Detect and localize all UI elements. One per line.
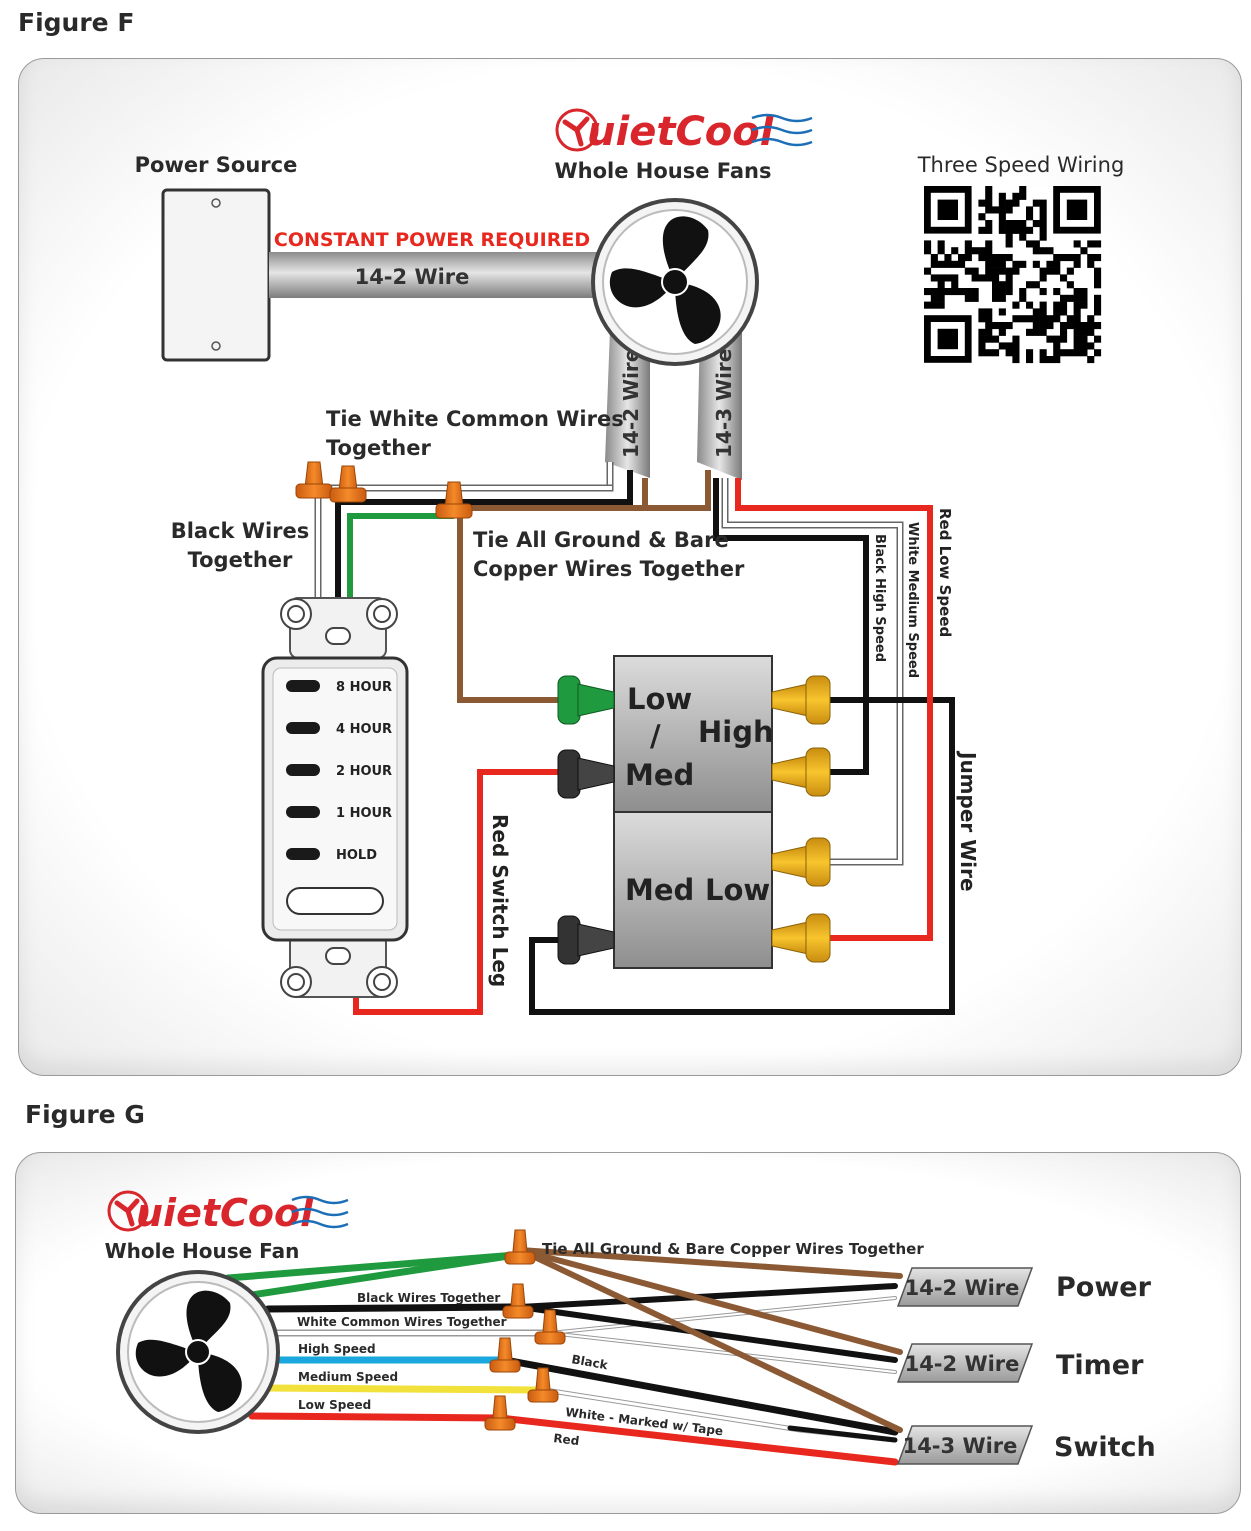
medium-speed-label-g: Medium Speed	[298, 1370, 398, 1384]
switch-label-low: Low	[627, 682, 692, 716]
row-name-switch: Switch	[1054, 1432, 1156, 1463]
black-label-g: Black	[570, 1352, 609, 1372]
wire-14-3-vertical-label: 14-3 Wire	[712, 349, 736, 458]
terminal-yellow-0	[771, 675, 831, 725]
power-source-box	[161, 188, 271, 362]
switch-label-low2: Low	[705, 873, 770, 907]
wire-14-2-label: 14-2 Wire	[355, 265, 470, 289]
fan-icon-g	[116, 1270, 280, 1434]
switch-label-med2: Med	[625, 873, 694, 907]
wire-nut-g-4	[527, 1367, 559, 1403]
tie-ground-line1: Tie All Ground & Bare	[473, 528, 729, 552]
tag-switch-wire: 14-3 Wire	[903, 1434, 1018, 1458]
tie-white-line2: Together	[326, 436, 431, 460]
white-common-label-g: White Common Wires Together	[297, 1315, 507, 1329]
tie-ground-label-g: Tie All Ground & Bare Copper Wires Toget…	[542, 1240, 924, 1258]
tag-switch	[896, 1425, 1034, 1465]
three-speed-label: Three Speed Wiring	[917, 153, 1125, 177]
wire-14-2-pipe	[269, 252, 599, 298]
white-medium-speed-label: White Medium Speed	[905, 522, 920, 678]
timer-button-4	[286, 848, 320, 860]
black-wires-line1: Black Wires	[171, 519, 310, 543]
tie-white-line1: Tie White Common Wires	[326, 407, 624, 431]
sheath-14-2	[605, 330, 650, 478]
figure-f-diagram: uietCool Whole House Fans Power Source C…	[135, 108, 1125, 1015]
tag-power	[896, 1267, 1034, 1307]
switch-label-med: Med	[625, 758, 694, 792]
low-speed-label-g: Low Speed	[298, 1398, 371, 1412]
red-switch-leg-label: Red Switch Leg	[488, 814, 512, 987]
logo-text-g: uietCool	[136, 1191, 314, 1235]
constant-power-label: CONSTANT POWER REQUIRED	[274, 229, 590, 251]
logo-text-q: uietCool	[587, 109, 775, 155]
high-speed-label-g: High Speed	[298, 1342, 376, 1356]
brand-subtitle-g: Whole House Fan	[105, 1239, 300, 1263]
wire-nut-g-2	[534, 1309, 566, 1345]
timer-button-0	[286, 680, 320, 692]
brand-subtitle: Whole House Fans	[554, 159, 771, 183]
power-source-label: Power Source	[135, 153, 298, 177]
tag-timer	[896, 1343, 1034, 1383]
sheath-14-3	[697, 330, 742, 480]
wire-nut-g-1	[502, 1283, 534, 1319]
figure-f-wires	[314, 462, 955, 1015]
quietcool-logo: uietCool	[555, 108, 813, 155]
figure-f-title: Figure F	[18, 8, 135, 37]
figure-g-title: Figure G	[25, 1100, 145, 1129]
timer-option-label: HOLD	[336, 848, 377, 863]
wire-14-2-vertical-label: 14-2 Wire	[619, 349, 643, 458]
timer-option-label: 4 HOUR	[336, 722, 392, 737]
switch-label-high: High	[698, 715, 774, 749]
quietcool-logo-g: uietCool	[107, 1190, 349, 1235]
black-wires-line2: Together	[188, 548, 293, 572]
row-name-power: Power	[1056, 1272, 1152, 1303]
wire-nut-orange-3	[435, 481, 473, 519]
timer-button-3	[286, 806, 320, 818]
timer-switch	[261, 597, 409, 998]
terminal-green	[557, 675, 615, 725]
terminal-yellow-2	[771, 837, 831, 887]
tag-power-wire: 14-2 Wire	[905, 1276, 1020, 1300]
wire-nut-g-0	[504, 1229, 536, 1265]
terminal-yellow-3	[771, 913, 831, 963]
wire-nut-orange-2	[329, 465, 367, 503]
terminal-yellow-1	[771, 747, 831, 797]
timer-button-1	[286, 722, 320, 734]
terminal-black-2	[557, 915, 615, 965]
speed-switch	[613, 655, 773, 969]
switch-label-slash: /	[650, 719, 661, 753]
wire-nut-orange-1	[295, 461, 333, 499]
row-name-timer: Timer	[1056, 1350, 1144, 1381]
figure-g-wires	[224, 1247, 903, 1466]
timer-button-2	[286, 764, 320, 776]
wire-nut-g-5	[484, 1395, 516, 1431]
terminal-black-1	[557, 749, 615, 799]
timer-off-button	[286, 887, 384, 915]
black-high-speed-label: Black High Speed	[872, 534, 887, 662]
jumper-wire-label: Jumper Wire	[956, 750, 980, 892]
fan-icon	[591, 198, 759, 366]
timer-option-label: 1 HOUR	[336, 806, 392, 821]
qr-code-icon	[924, 186, 1102, 364]
figure-g-diagram: uietCool Whole House Fan	[105, 1190, 1156, 1466]
timer-option-label: 2 HOUR	[336, 764, 392, 779]
red-label-g: Red	[553, 1431, 580, 1448]
wire-nut-g-3	[489, 1337, 521, 1373]
tie-ground-line2: Copper Wires Together	[473, 557, 745, 581]
tag-timer-wire: 14-2 Wire	[905, 1352, 1020, 1376]
timer-option-label: 8 HOUR	[336, 680, 392, 695]
black-wires-label-g: Black Wires Together	[357, 1291, 500, 1305]
red-low-speed-label: Red Low Speed	[936, 508, 954, 637]
